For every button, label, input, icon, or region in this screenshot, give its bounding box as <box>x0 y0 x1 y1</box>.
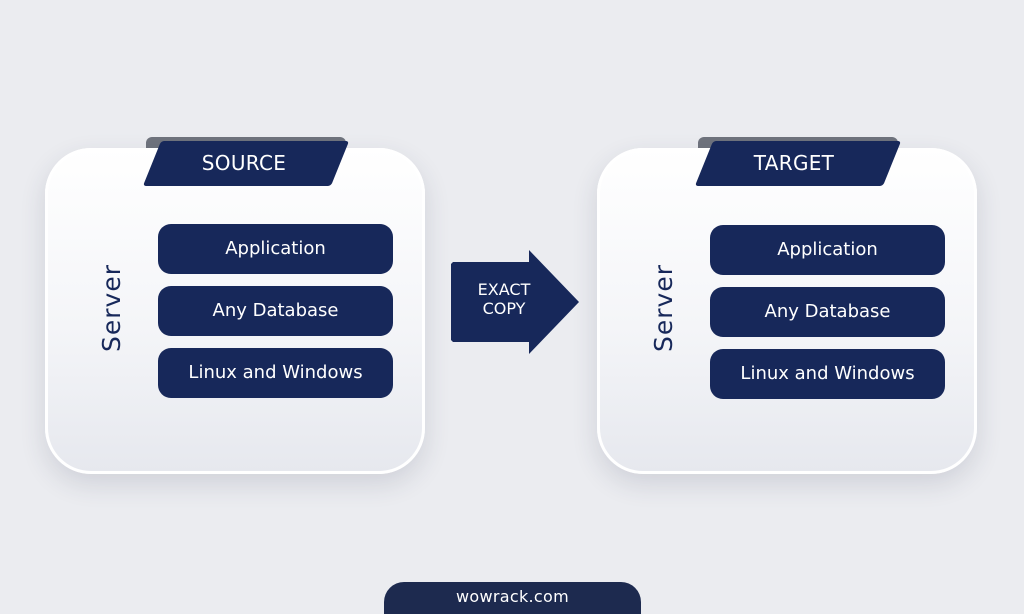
exact-copy-arrow-icon <box>451 250 579 354</box>
target-item-database: Any Database <box>710 287 945 337</box>
target-item-os: Linux and Windows <box>710 349 945 399</box>
source-item-database: Any Database <box>158 286 393 336</box>
exact-copy-line2: COPY <box>482 299 526 318</box>
source-title: SOURCE <box>201 151 287 175</box>
target-title: TARGET <box>753 151 835 175</box>
source-item-application: Application <box>158 224 393 274</box>
source-server-label: Server <box>97 264 126 352</box>
source-item-os: Linux and Windows <box>158 348 393 398</box>
exact-copy-label: EXACT COPY <box>452 280 556 318</box>
footer-website: wowrack.com <box>456 587 569 606</box>
footer-badge <box>384 582 641 614</box>
target-item-application: Application <box>710 225 945 275</box>
exact-copy-line1: EXACT <box>477 280 531 299</box>
target-server-label: Server <box>649 264 678 352</box>
